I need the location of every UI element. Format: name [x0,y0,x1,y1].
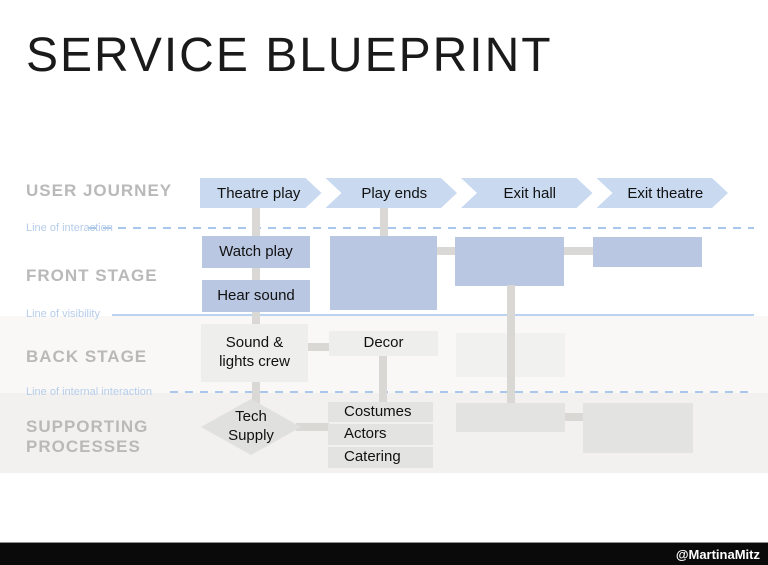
box-hear-sound: Hear sound [202,280,310,312]
line-of-interaction [88,227,754,229]
connector-exithall-column [507,285,515,403]
box-actors: Actors [328,424,433,445]
box-catering: Catering [328,447,433,468]
author-handle: @MartinaMitz [675,546,760,562]
journey-step-exit-hall: Exit hall [461,178,593,208]
connector-supporting-1-2 [564,413,584,421]
user-journey-steps: Theatre play Play ends Exit hall Exit th… [200,178,728,208]
box-supporting-unlabeled-2 [583,403,693,453]
footer-bar: @MartinaMitz [0,542,768,565]
connector-soundcrew-decor [307,343,330,351]
box-supporting-unlabeled-1 [456,403,565,432]
box-costumes: Costumes [328,402,433,422]
box-front-stage-unlabeled-3 [593,237,702,267]
box-watch-play: Watch play [202,236,310,268]
line-of-visibility [112,314,754,316]
journey-step-exit-theatre: Exit theatre [597,178,729,208]
page-title: SERVICE BLUEPRINT [26,29,553,82]
box-front-stage-unlabeled-2 [455,237,564,286]
box-sound-lights-crew: Sound & lights crew [201,324,308,382]
box-sound-lights-crew-label: Sound & lights crew [219,334,290,370]
connector-decor-costumes [379,354,387,403]
journey-step-play-ends: Play ends [326,178,458,208]
diamond-tech-supply-label: Tech Supply [228,408,274,444]
box-decor: Decor [329,331,438,356]
connector-frontstage-2-3 [563,247,594,255]
line-of-interaction-label: Line of interaction [26,222,113,234]
line-of-visibility-label: Line of visibility [26,308,100,320]
row-label-supporting-processes: SUPPORTING PROCESSES [26,417,149,457]
connector-playends-column [380,208,388,238]
connector-frontstage-1-2 [435,247,456,255]
row-label-front-stage: FRONT STAGE [26,266,158,285]
line-of-internal-interaction [170,391,754,393]
row-label-user-journey: USER JOURNEY [26,181,173,200]
row-label-back-stage: BACK STAGE [26,347,148,366]
journey-step-theatre-play: Theatre play [200,178,322,208]
line-of-internal-interaction-label: Line of internal interaction [26,386,152,398]
connector-techsupply-stack [296,423,329,431]
box-front-stage-unlabeled-1 [330,236,437,310]
